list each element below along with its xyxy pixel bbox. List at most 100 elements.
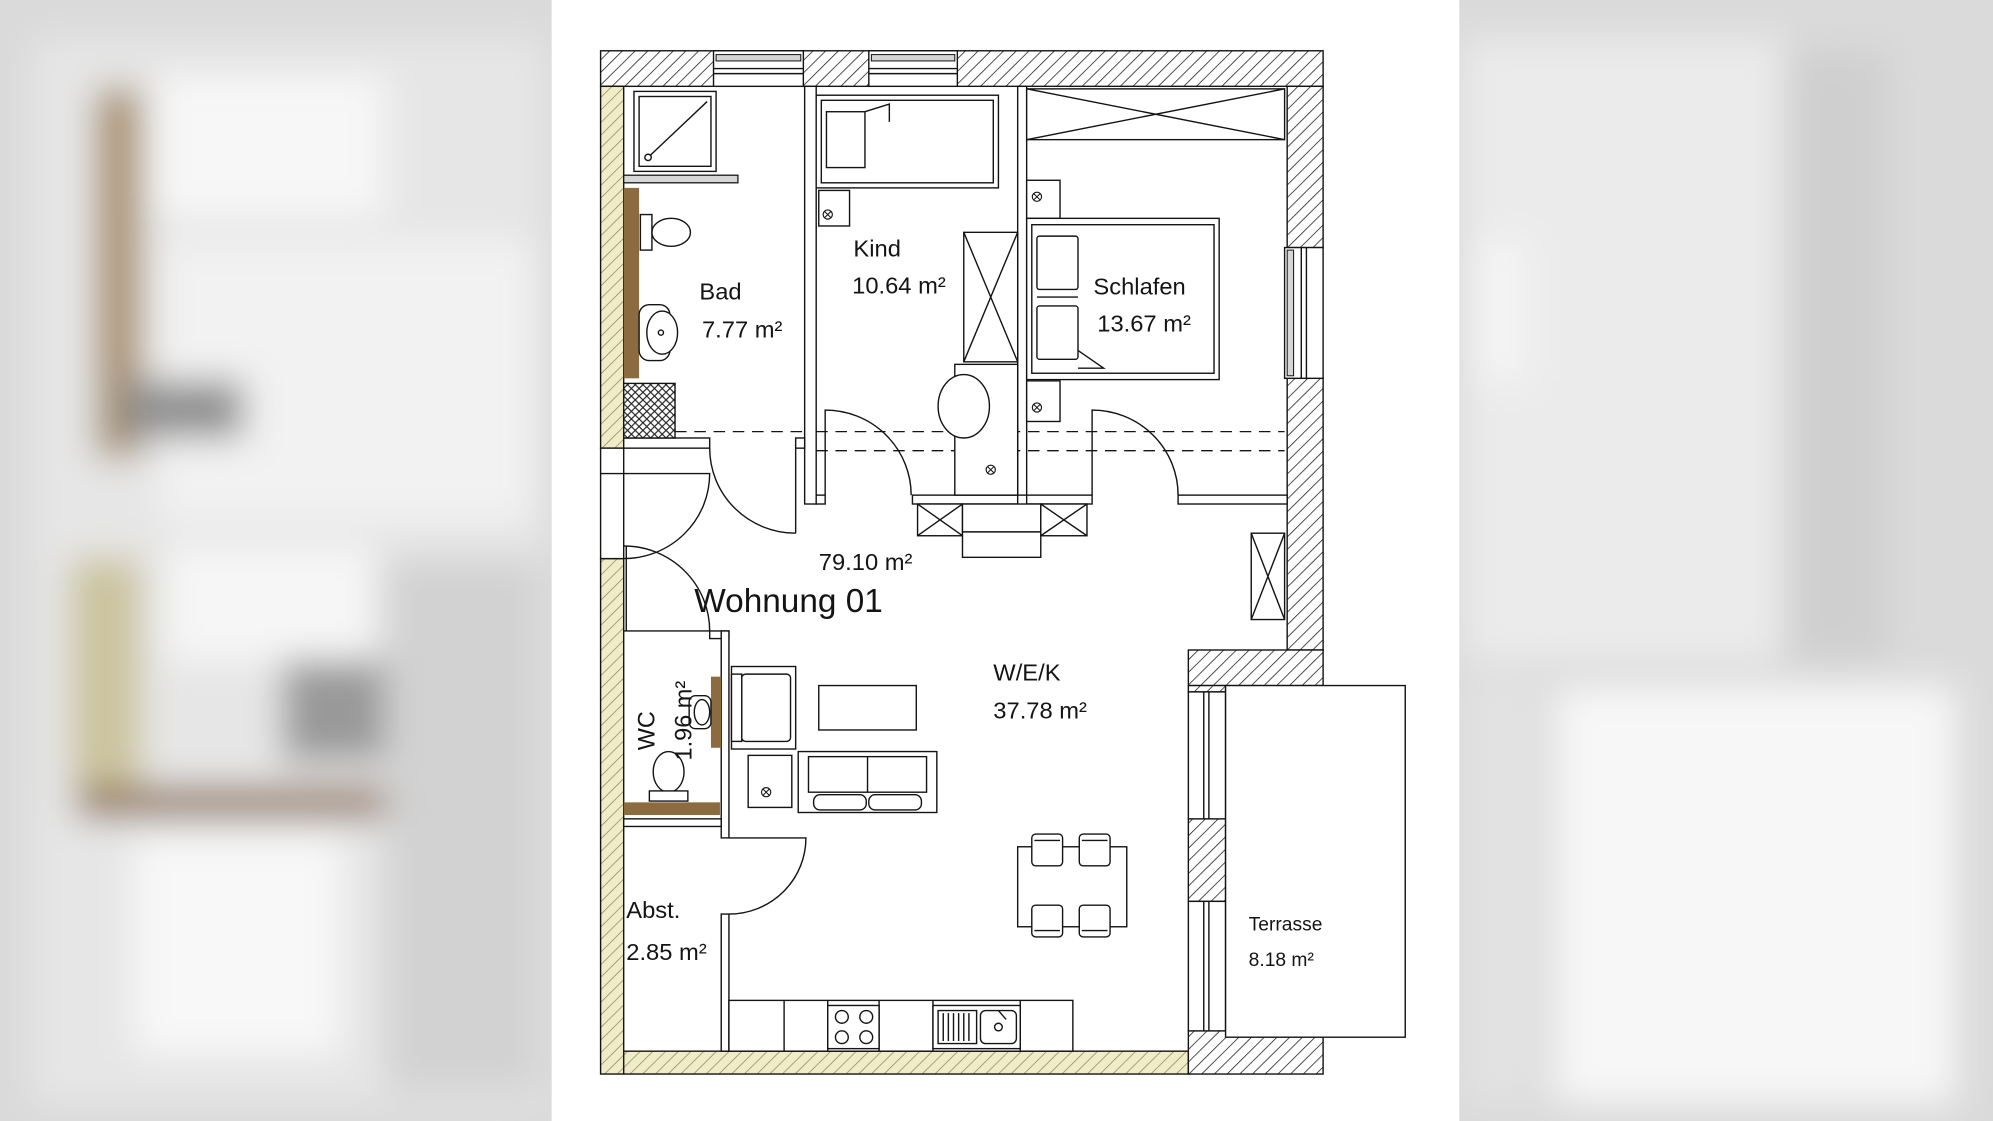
blur-shape <box>384 558 539 1092</box>
dining-chair <box>1031 833 1064 867</box>
entrance-opening <box>599 447 625 560</box>
sofa-cushion-left <box>812 794 867 811</box>
room-wc: WC 1.96 m² <box>634 681 697 761</box>
wall-top <box>599 50 1324 88</box>
room-name-wc: WC <box>634 711 660 750</box>
room-wek: W/E/K 37.78 m² <box>993 661 1087 725</box>
dining-chair <box>1078 904 1111 938</box>
window-glass <box>868 67 958 75</box>
armchair <box>730 665 797 750</box>
wc-door-swing <box>623 545 711 631</box>
blur-shape <box>1475 241 1528 381</box>
unit-total-area: 79.10 m² <box>819 550 913 576</box>
wall-kind-bottom-right <box>911 494 1019 505</box>
wc-toilet-tank <box>648 790 689 802</box>
burner-icon <box>834 1009 849 1024</box>
window-glass <box>1300 247 1308 379</box>
blur-shape <box>1555 685 1956 1105</box>
overhead-lines <box>675 431 1285 452</box>
bed-pillow-upper <box>1036 235 1079 291</box>
window-glass <box>713 67 804 75</box>
sink-drain <box>657 329 665 336</box>
window-top-bad <box>712 50 805 88</box>
armchair-seat <box>741 673 792 743</box>
wall-kind-bottom-left <box>815 494 826 505</box>
wall-kind-schlafen <box>1016 85 1028 496</box>
hall-cabinet-center <box>961 503 1042 533</box>
bed-pillow-lower <box>1036 305 1079 360</box>
schlafen-wardrobe <box>1025 88 1286 141</box>
wc-fixtures <box>623 676 722 816</box>
room-name-bad: Bad <box>699 280 741 306</box>
side-table <box>747 754 793 809</box>
wc-sink-basin <box>693 698 711 726</box>
bad-toilet <box>639 213 692 251</box>
kind-desk-chair <box>937 373 991 439</box>
sink-faucet <box>997 1010 1007 1020</box>
blur-shape <box>282 660 385 762</box>
room-area-wek: 37.78 m² <box>993 699 1087 725</box>
schlafen-door-swing <box>1091 409 1179 496</box>
room-area-bad: 7.77 m² <box>702 318 783 344</box>
cabinet-cross <box>917 503 963 537</box>
sink-drainboard <box>937 1009 978 1045</box>
cooktop-plate <box>827 1004 880 1050</box>
dining-chair <box>1031 904 1064 938</box>
room-name-wek: W/E/K <box>993 661 1061 687</box>
dining-chair <box>1078 833 1111 867</box>
wall-terrace-bottom <box>1187 1030 1324 1075</box>
blur-shape <box>166 545 373 661</box>
wc-sink-wood <box>710 676 722 748</box>
side-table-lamp-icon <box>760 787 772 798</box>
burner-icon <box>859 1030 874 1045</box>
wardrobe-cross <box>1026 88 1285 141</box>
entrance-door-swing <box>623 472 711 560</box>
blur-shape <box>76 787 385 818</box>
terrace-slab <box>1224 684 1406 1038</box>
window-sill <box>870 54 956 62</box>
sofa <box>797 750 938 814</box>
burner-icon <box>859 1009 874 1024</box>
room-area-schlafen: 13.67 m² <box>1097 311 1191 337</box>
shower <box>633 90 717 173</box>
wall-left-upper <box>599 85 625 449</box>
wall-bad-bottom-right <box>794 437 806 449</box>
bad-door-swing <box>708 448 797 534</box>
blurred-background-left <box>0 0 552 1121</box>
shower-drain <box>644 153 652 162</box>
room-name-abst: Abst. <box>626 898 680 924</box>
doors <box>623 409 1179 915</box>
blurred-background-right <box>1459 0 1993 1121</box>
shelf-cross <box>1250 532 1286 620</box>
wall-wc-abst <box>622 818 722 828</box>
toilet-bowl <box>651 217 692 247</box>
blur-shapes-right <box>1462 38 1956 1105</box>
room-name-kind: Kind <box>853 237 901 263</box>
window-sill <box>1286 249 1295 377</box>
terrace-door-lower <box>1187 900 1227 1032</box>
hall-cabinets <box>916 503 1286 621</box>
wall-terrace-step <box>1187 649 1324 687</box>
schlafen-nightstand-bottom <box>1025 380 1061 423</box>
wardrobe-cross <box>963 232 1019 363</box>
kind-nightstand <box>818 189 851 227</box>
window-sill <box>715 54 802 62</box>
bad-sink <box>638 303 679 362</box>
dining-set <box>1016 833 1128 938</box>
wall-terrace-pier-middle <box>1187 818 1227 903</box>
room-area-wc: 1.96 m² <box>672 681 698 761</box>
room-area-abst: 2.85 m² <box>626 940 707 966</box>
schlafen-outlet-top-icon <box>1031 191 1043 202</box>
bed-blanket-fold <box>1036 296 1106 369</box>
wall-bottom <box>622 1050 1190 1075</box>
sink-drain <box>993 1022 1003 1032</box>
hall-bench <box>961 531 1042 559</box>
burner-icon <box>834 1030 849 1045</box>
kitchen-sink <box>932 1004 1021 1050</box>
blur-shape <box>121 380 244 438</box>
wall-terrace-pier-top <box>1187 684 1227 693</box>
kind-door-swing <box>824 409 912 496</box>
bad-fixtures <box>622 90 739 439</box>
window-right-schlafen <box>1283 246 1324 380</box>
